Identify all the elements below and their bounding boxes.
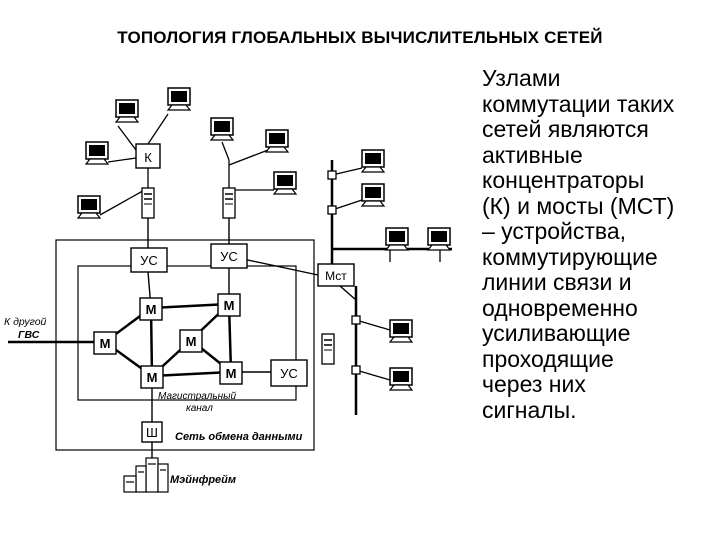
mainframe-icon xyxy=(123,457,169,493)
workstation-icon xyxy=(361,149,385,173)
router-node: М xyxy=(217,293,241,317)
backbone-links xyxy=(104,302,233,378)
description-line: линии связи и xyxy=(482,269,632,295)
server-tower-icon xyxy=(222,187,236,219)
gateway-label: Ш xyxy=(146,425,158,440)
switch-node-box xyxy=(270,359,308,387)
bus-connectors xyxy=(327,170,361,375)
description-line: сигналы. xyxy=(482,396,577,423)
data-exchange-network-boundary xyxy=(55,239,315,451)
concentrator-wiring xyxy=(99,113,169,216)
workstation-icon xyxy=(389,319,413,343)
gateway-box xyxy=(141,421,163,443)
switch-node-label: УС xyxy=(220,249,238,264)
description-line: усиливающие xyxy=(482,320,631,346)
router-node: М xyxy=(140,365,164,389)
backbone-label: канал xyxy=(186,403,213,414)
backbone-channel-boundary xyxy=(77,265,297,401)
workstation-icon xyxy=(167,87,191,111)
bridge-label: Мст xyxy=(325,269,347,283)
description-line: сетей являются xyxy=(482,116,649,142)
description-line: Узлами xyxy=(482,65,561,91)
workstation-icon xyxy=(115,99,139,123)
description-line: одновременно xyxy=(482,294,638,321)
workstation-icon xyxy=(389,367,413,391)
switch-node-label: УС xyxy=(140,253,158,268)
svg-text:М: М xyxy=(100,336,111,351)
workstation-icon xyxy=(210,117,234,141)
hub-wiring xyxy=(221,141,274,191)
server-tower-icon xyxy=(321,333,335,365)
bridge-to-bus xyxy=(339,285,357,301)
workstation-icon xyxy=(77,195,101,219)
svg-text:М: М xyxy=(226,366,237,381)
svg-text:М: М xyxy=(146,302,157,317)
description-text: Узлами коммутации таких сетей являются а… xyxy=(482,65,718,423)
bus-taps xyxy=(331,167,441,381)
switch-node-label: УС xyxy=(280,366,298,381)
router-node: М xyxy=(139,297,163,321)
workstation-icon xyxy=(361,183,385,207)
description-line: коммутирующие xyxy=(482,243,658,270)
switch-node-box xyxy=(130,247,168,273)
concentrator-label: К xyxy=(144,150,152,165)
bridge-box xyxy=(317,263,355,287)
description-line: через них xyxy=(482,371,586,397)
workstation-icon xyxy=(265,129,289,153)
page-title: ТОПОЛОГИЯ ГЛОБАЛЬНЫХ ВЫЧИСЛИТЕЛЬНЫХ СЕТЕ… xyxy=(117,28,603,47)
workstation-icon xyxy=(385,227,409,251)
description-line: (К) и мосты (МСТ) xyxy=(482,192,675,219)
router-node: М xyxy=(93,331,117,355)
svg-text:М: М xyxy=(147,370,158,385)
network-label: Сеть обмена данными xyxy=(175,431,303,443)
workstation-icon xyxy=(273,171,297,195)
router-node: М xyxy=(219,361,243,385)
concentrator-box xyxy=(135,143,161,169)
workstation-icon xyxy=(427,227,451,251)
description-line: проходящие xyxy=(482,345,614,372)
svg-text:М: М xyxy=(186,334,197,349)
backbone-label: Магистральный xyxy=(158,391,236,402)
workstation-icon xyxy=(85,141,109,165)
router-node: М xyxy=(179,329,203,353)
switch-node-box xyxy=(210,243,248,269)
description-line: – устройства, xyxy=(482,218,627,244)
external-wan-label: ГВС xyxy=(18,329,40,341)
server-tower-icon xyxy=(141,187,155,219)
description-line: активные xyxy=(482,141,583,168)
mainframe-label: Мэйнфрейм xyxy=(170,474,236,486)
svg-text:М: М xyxy=(224,298,235,313)
description-line: коммутации таких xyxy=(482,90,675,117)
external-wan-label: К другой xyxy=(4,316,47,328)
description-line: концентраторы xyxy=(482,167,645,193)
